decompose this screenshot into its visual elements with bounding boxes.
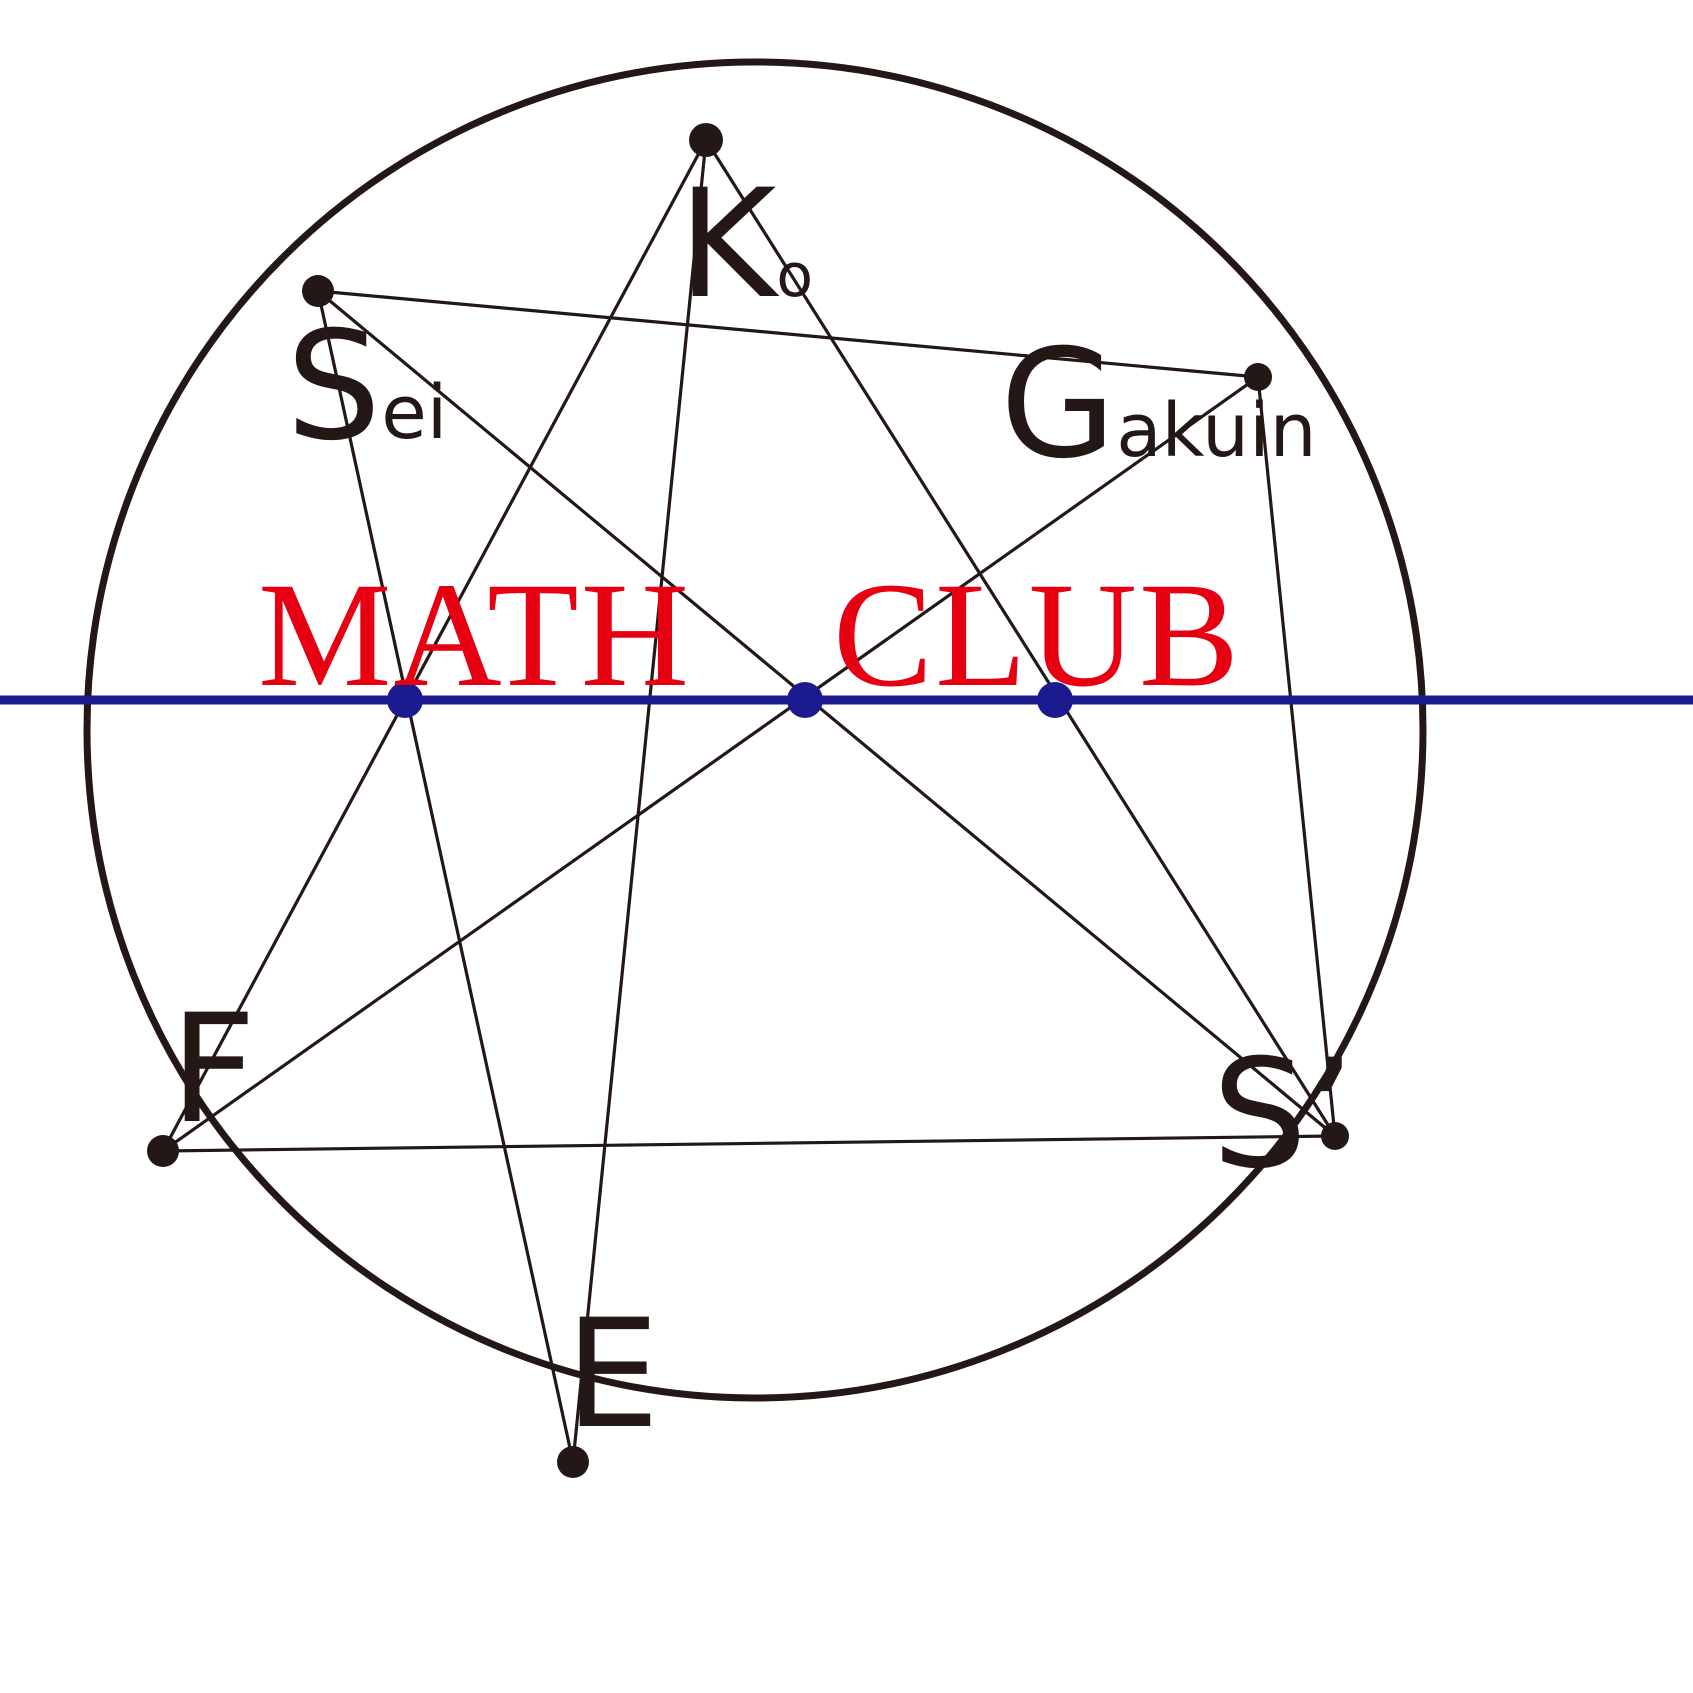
label-f: F bbox=[170, 983, 257, 1157]
chord-Sei-Gakuin bbox=[317, 289, 1259, 379]
brand-text-math: MATH bbox=[258, 552, 692, 718]
chord-K-F bbox=[161, 139, 708, 1152]
main-circle bbox=[83, 58, 1427, 1402]
axis-dot-group bbox=[387, 682, 1073, 718]
chord-K-Sprime bbox=[704, 139, 1337, 1137]
vertex-dot-F bbox=[147, 1135, 179, 1167]
label-gakuin-sub: akuin bbox=[1116, 388, 1317, 474]
label-sei: S ei bbox=[286, 312, 447, 462]
label-sei-sub: ei bbox=[381, 370, 448, 456]
label-e: E bbox=[565, 1288, 660, 1462]
chord-Gakuin-F bbox=[162, 375, 1259, 1153]
label-ko: K o bbox=[678, 170, 813, 320]
chord-Sei-E bbox=[316, 290, 575, 1463]
label-gakuin: G akuin bbox=[1000, 330, 1317, 480]
label-s-prime: S’ bbox=[1212, 1028, 1355, 1202]
vertex-dot-group bbox=[147, 123, 1349, 1478]
brand-text-club: CLUB bbox=[833, 552, 1242, 718]
vertex-dot-E bbox=[557, 1446, 589, 1478]
label-ko-main: K bbox=[678, 158, 777, 332]
vertex-dot-Sprime bbox=[1321, 1122, 1349, 1150]
vertex-dot-Sei bbox=[302, 275, 334, 307]
label-sei-main: S bbox=[286, 300, 382, 474]
axis-dot-center bbox=[787, 682, 823, 718]
axis-dot-right bbox=[1037, 682, 1073, 718]
chord-K-E bbox=[571, 139, 708, 1463]
chord-Gakuin-Sprime bbox=[1256, 376, 1337, 1137]
vertex-dot-Ko bbox=[689, 123, 723, 157]
chord-Sei-Sprime bbox=[316, 289, 1337, 1138]
vertex-dot-Gakuin bbox=[1244, 363, 1272, 391]
chord-group bbox=[161, 139, 1337, 1463]
label-gakuin-main: G bbox=[1000, 318, 1117, 492]
label-ko-sub: o bbox=[776, 241, 814, 311]
chord-F-Sprime bbox=[162, 1134, 1336, 1153]
axis-dot-left bbox=[387, 682, 423, 718]
